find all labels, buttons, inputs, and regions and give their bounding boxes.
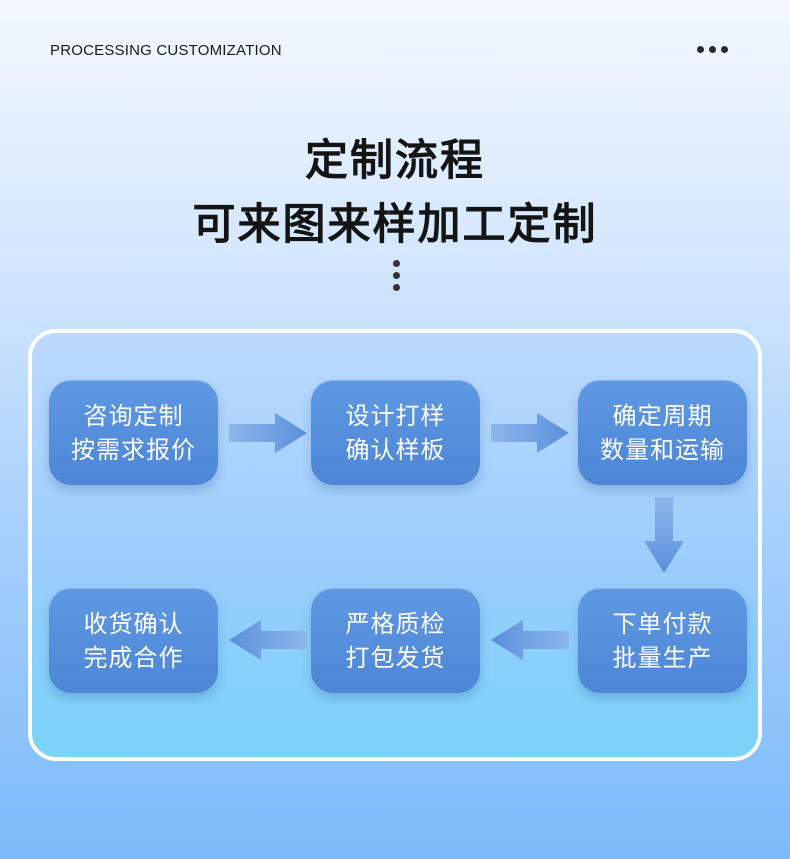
page-subtitle: 可来图来样加工定制 bbox=[192, 200, 598, 250]
step-line1: 下单付款 bbox=[612, 609, 713, 638]
step-line1: 收货确认 bbox=[83, 609, 184, 638]
step-line2: 数量和运输 bbox=[600, 435, 725, 464]
vertical-dots-icon bbox=[393, 260, 400, 291]
step-design: 设计打样 确认样板 bbox=[311, 380, 480, 485]
step-confirm-cycle: 确定周期 数量和运输 bbox=[578, 380, 747, 485]
step-line1: 咨询定制 bbox=[83, 401, 184, 430]
step-inspection: 严格质检 打包发货 bbox=[311, 588, 480, 693]
more-horizontal-icon[interactable] bbox=[697, 46, 728, 53]
step-line2: 批量生产 bbox=[612, 643, 713, 672]
arrow-left-icon bbox=[491, 620, 569, 660]
arrow-left-icon bbox=[229, 620, 307, 660]
step-line2: 打包发货 bbox=[345, 643, 446, 672]
arrow-right-icon bbox=[491, 413, 569, 453]
header-label: PROCESSING CUSTOMIZATION bbox=[50, 42, 282, 59]
arrow-right-icon bbox=[229, 413, 307, 453]
arrow-down-icon bbox=[644, 497, 684, 573]
step-receipt: 收货确认 完成合作 bbox=[49, 588, 218, 693]
step-line2: 按需求报价 bbox=[71, 435, 196, 464]
step-line2: 完成合作 bbox=[83, 643, 184, 672]
step-line1: 严格质检 bbox=[345, 609, 446, 638]
step-line2: 确认样板 bbox=[345, 435, 446, 464]
step-order: 下单付款 批量生产 bbox=[578, 588, 747, 693]
page-title: 定制流程 bbox=[305, 136, 485, 186]
step-line1: 确定周期 bbox=[612, 401, 713, 430]
step-line1: 设计打样 bbox=[345, 401, 446, 430]
step-consult: 咨询定制 按需求报价 bbox=[49, 380, 218, 485]
